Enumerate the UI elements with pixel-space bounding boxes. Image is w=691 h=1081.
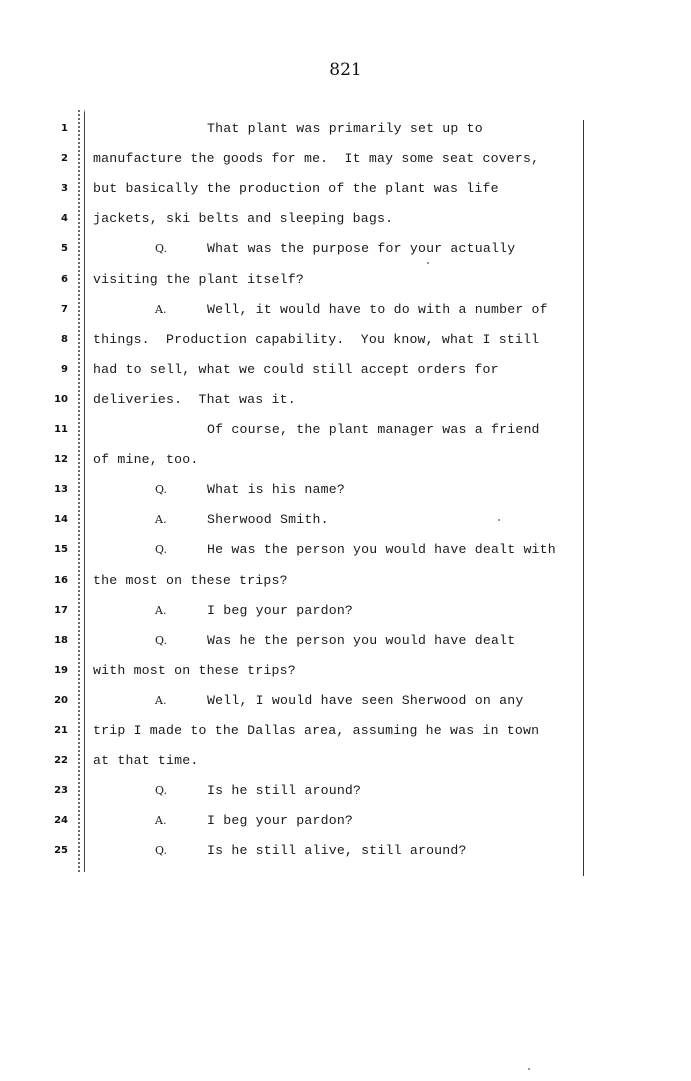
line-number: 1 <box>61 123 68 134</box>
line-text: deliveries. That was it. <box>93 391 296 407</box>
line-number: 21 <box>54 725 68 736</box>
scan-speck <box>498 519 500 521</box>
transcript-line: 19 with most on these trips? <box>0 660 691 682</box>
transcript-line: 4 jackets, ski belts and sleeping bags. <box>0 208 691 230</box>
transcript-line: 9 had to sell, what we could still accept… <box>0 359 691 381</box>
transcript-line: 5 Q. What was the purpose for your actuall… <box>0 238 691 260</box>
transcript-line: 2 manufacture the goods for me. It may so… <box>0 148 691 170</box>
line-text: Was he the person you would have dealt <box>207 632 516 648</box>
line-text: What is his name? <box>207 482 345 498</box>
transcript-line: 20 A. Well, I would have seen Sherwood on … <box>0 690 691 712</box>
line-number: 2 <box>61 153 68 165</box>
transcript-line: 17 A. I beg your pardon? <box>0 600 691 622</box>
transcript-line: 23 Q. Is he still around? <box>0 780 691 802</box>
speaker-label: A. <box>155 814 167 828</box>
line-text: at that time. <box>93 753 199 769</box>
transcript-line: 8 things. Production capability. You know… <box>0 329 691 351</box>
speaker-label: Q. <box>155 483 167 497</box>
transcript-line: 14 A. Sherwood Smith. <box>0 509 691 531</box>
line-text: with most on these trips? <box>93 662 296 678</box>
line-number: 10 <box>54 393 68 405</box>
transcript-line: 16 the most on these trips? <box>0 570 691 592</box>
right-margin-rule <box>583 120 584 876</box>
line-text: He was the person you would have dealt w… <box>207 542 556 558</box>
transcript-line: 1 That plant was primarily set up to <box>0 118 691 140</box>
line-number: 23 <box>54 785 68 797</box>
line-text: Well, I would have seen Sherwood on any <box>207 692 524 708</box>
line-number: 5 <box>61 243 68 255</box>
line-number: 14 <box>54 514 68 526</box>
line-number: 3 <box>61 183 68 195</box>
speaker-label: Q. <box>155 633 167 647</box>
line-text: manufacture the goods for me. It may som… <box>93 151 540 167</box>
line-number: 18 <box>54 634 68 646</box>
transcript-line: 21 trip I made to the Dallas area, assumi… <box>0 720 691 742</box>
line-number: 13 <box>54 484 68 496</box>
line-number: 12 <box>54 454 68 466</box>
transcript-line: 24 A. I beg your pardon? <box>0 810 691 832</box>
line-number: 19 <box>54 664 68 676</box>
line-number: 4 <box>61 213 68 225</box>
line-number: 9 <box>61 363 68 375</box>
speaker-label: A. <box>155 693 167 707</box>
speaker-label: Q. <box>155 844 167 858</box>
line-number: 15 <box>54 544 68 556</box>
transcript-line: 10 deliveries. That was it. <box>0 389 691 411</box>
line-text: but basically the production of the plan… <box>93 181 499 197</box>
transcript-line: 22 at that time. <box>0 750 691 772</box>
line-number: 6 <box>61 273 68 285</box>
line-text: had to sell, what we could still accept … <box>93 361 499 377</box>
line-number: 8 <box>61 333 68 345</box>
line-text: the most on these trips? <box>93 572 288 588</box>
line-number: 22 <box>54 755 68 767</box>
line-number: 24 <box>54 815 68 827</box>
speaker-label: A. <box>155 513 167 527</box>
line-number: 16 <box>54 574 68 586</box>
transcript-line: 7 A. Well, it would have to do with a numb… <box>0 299 691 321</box>
line-text: trip I made to the Dallas area, assuming… <box>93 723 540 738</box>
line-text: of mine, too. <box>93 452 199 468</box>
speaker-label: Q. <box>155 784 167 798</box>
speaker-label: A. <box>155 302 167 316</box>
line-text: Is he still around? <box>207 783 362 799</box>
transcript-line: 3 but basically the production of the pla… <box>0 178 691 200</box>
transcript-line: 25 Q. Is he still alive, still around? <box>0 840 691 862</box>
line-text: things. Production capability. You know,… <box>93 331 540 347</box>
line-text: Sherwood Smith. <box>207 512 329 528</box>
transcript-line: 13 Q. What is his name? <box>0 479 691 501</box>
line-text: I beg your pardon? <box>207 813 354 829</box>
line-text: What was the purpose for your actually <box>207 241 516 257</box>
line-text: That plant was primarily set up to <box>207 121 483 136</box>
scan-speck <box>528 1068 530 1070</box>
line-text: visiting the plant itself? <box>93 271 304 287</box>
line-number: 25 <box>54 845 68 857</box>
line-text: jackets, ski belts and sleeping bags. <box>93 211 394 227</box>
scan-speck <box>427 262 429 264</box>
line-number: 20 <box>54 694 68 706</box>
transcript-line: 12 of mine, too. <box>0 449 691 471</box>
line-text: I beg your pardon? <box>207 602 354 618</box>
speaker-label: Q. <box>155 242 167 256</box>
left-margin-rule <box>84 112 85 872</box>
line-text: Well, it would have to do with a number … <box>207 301 548 317</box>
line-text: Is he still alive, still around? <box>207 843 467 859</box>
line-number: 7 <box>61 303 68 315</box>
line-text: Of course, the plant manager was a frien… <box>207 422 540 437</box>
transcript-line: 11 Of course, the plant manager was a fri… <box>0 419 691 441</box>
page-number: 821 <box>329 60 362 80</box>
line-number: 17 <box>54 604 68 616</box>
speaker-label: Q. <box>155 543 167 557</box>
transcript-line: 18 Q. Was he the person you would have dea… <box>0 630 691 652</box>
line-number: 11 <box>54 424 68 435</box>
transcript-line: 15 Q. He was the person you would have dea… <box>0 539 691 561</box>
transcript-line: 6 visiting the plant itself? <box>0 269 691 291</box>
speaker-label: A. <box>155 603 167 617</box>
